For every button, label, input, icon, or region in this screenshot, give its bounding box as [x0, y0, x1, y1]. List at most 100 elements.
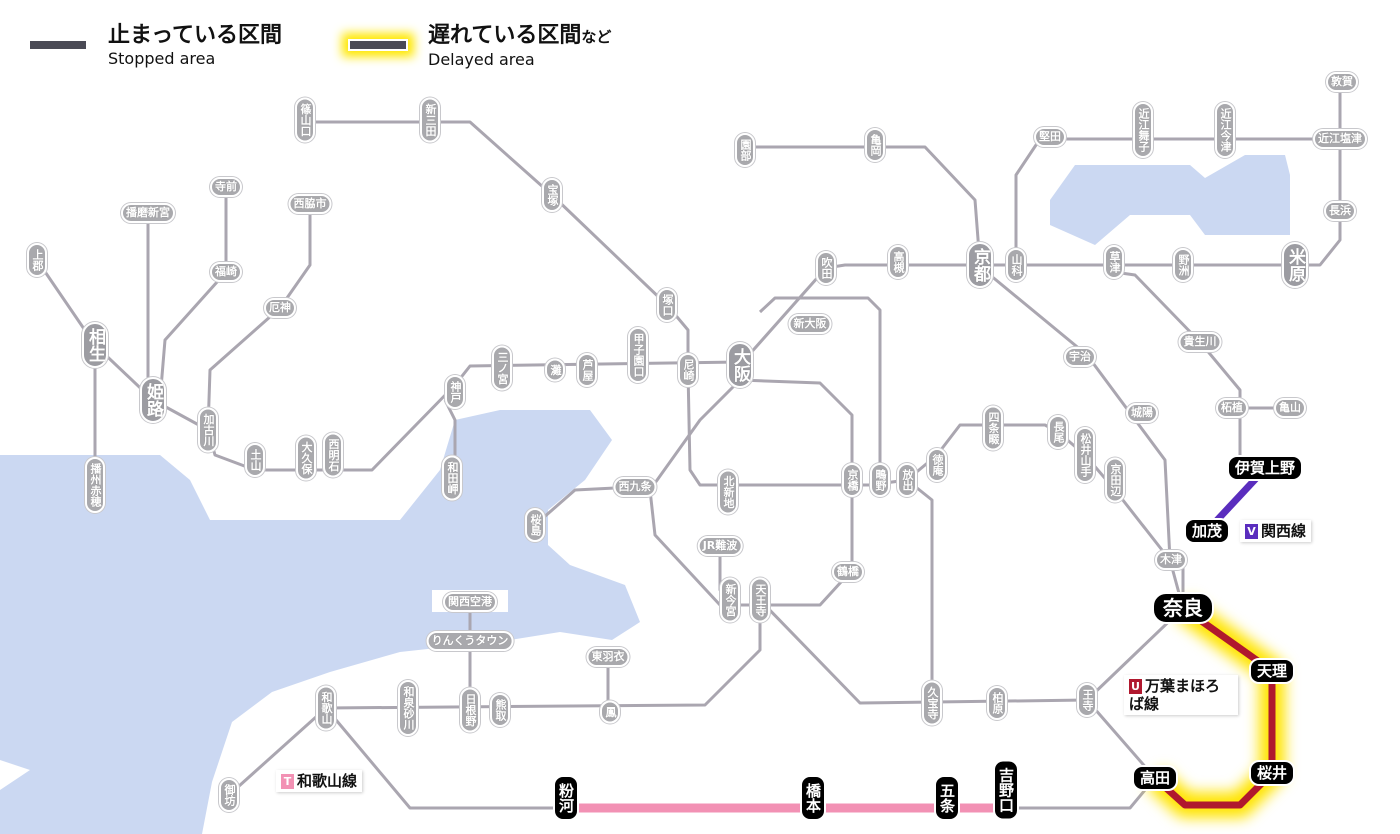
station-西明石[interactable]: 西明石	[323, 432, 343, 478]
station-新今宮[interactable]: 新今宮	[720, 577, 740, 623]
kinokuni-line[interactable]	[227, 706, 328, 797]
bantan-line[interactable]	[158, 187, 228, 401]
station-姫路[interactable]: 姫路	[140, 377, 166, 423]
station-橋本[interactable]: 橋本	[800, 775, 826, 821]
station-西脇市[interactable]: 西脇市	[288, 194, 332, 214]
kakogawa-line[interactable]	[206, 204, 312, 431]
station-松井山手[interactable]: 松井山手	[1075, 427, 1095, 483]
station-高槻[interactable]: 高槻	[888, 245, 908, 279]
station-城陽[interactable]: 城陽	[1126, 403, 1158, 423]
station-京橋[interactable]: 京橋	[842, 463, 862, 497]
station-天王寺[interactable]: 天王寺	[750, 577, 770, 623]
station-京都[interactable]: 京都	[967, 242, 993, 288]
station-新大阪[interactable]: 新大阪	[788, 314, 832, 334]
hanwa-line[interactable]	[325, 600, 762, 710]
station-貴生川[interactable]: 貴生川	[1178, 332, 1222, 352]
station-徳庵[interactable]: 徳庵	[927, 448, 947, 482]
station-三ノ宮[interactable]: 三ノ宮	[492, 345, 512, 391]
station-西九条[interactable]: 西九条	[613, 477, 657, 497]
station-奈良[interactable]: 奈良	[1152, 592, 1214, 624]
station-大阪[interactable]: 大阪	[727, 342, 753, 388]
station-和泉砂川[interactable]: 和泉砂川	[398, 680, 418, 736]
station-大久保[interactable]: 大久保	[296, 435, 316, 481]
station-JR難波[interactable]: JR難波	[697, 536, 743, 556]
station-天理[interactable]: 天理	[1248, 658, 1296, 684]
station-鴫野[interactable]: 鴫野	[870, 463, 890, 497]
osaka-higashi-south[interactable]	[906, 478, 934, 703]
station-加茂[interactable]: 加茂	[1183, 518, 1231, 544]
station-上郡[interactable]: 上郡	[27, 243, 47, 277]
station-和歌山[interactable]: 和歌山	[316, 685, 336, 731]
station-神戸[interactable]: 神戸	[445, 375, 465, 409]
yamatoji-line[interactable]	[758, 598, 1185, 705]
station-東羽衣[interactable]: 東羽衣	[586, 647, 630, 667]
station-高田[interactable]: 高田	[1131, 765, 1179, 791]
station-近江今津[interactable]: 近江今津	[1215, 102, 1235, 158]
osaka-loop-line[interactable]	[648, 378, 854, 607]
station-敦賀[interactable]: 敦賀	[1326, 72, 1358, 92]
station-放出[interactable]: 放出	[897, 463, 917, 497]
station-甲子園口[interactable]: 甲子園口	[628, 327, 648, 383]
station-鳳[interactable]: 鳳	[600, 700, 620, 724]
station-粉河[interactable]: 粉河	[553, 775, 579, 821]
station-草津[interactable]: 草津	[1104, 245, 1124, 279]
station-木津[interactable]: 木津	[1155, 550, 1187, 570]
nara-line[interactable]	[989, 273, 1185, 609]
station-米原[interactable]: 米原	[1282, 242, 1308, 288]
station-桜島[interactable]: 桜島	[525, 508, 545, 542]
kusatsu-line[interactable]	[1113, 270, 1242, 470]
station-伊賀上野[interactable]: 伊賀上野	[1226, 455, 1304, 481]
station-近江塩津[interactable]: 近江塩津	[1313, 129, 1367, 149]
station-御坊[interactable]: 御坊	[219, 778, 239, 812]
station-五条[interactable]: 五条	[934, 775, 960, 821]
station-長尾[interactable]: 長尾	[1048, 415, 1068, 449]
station-播磨新宮[interactable]: 播磨新宮	[121, 203, 175, 223]
station-日根野[interactable]: 日根野	[460, 687, 480, 733]
station-鶴橋[interactable]: 鶴橋	[832, 562, 864, 582]
station-宇治[interactable]: 宇治	[1064, 347, 1096, 367]
station-桜井[interactable]: 桜井	[1248, 760, 1296, 786]
station-亀岡[interactable]: 亀岡	[865, 128, 885, 162]
station-吉野口[interactable]: 吉野口	[993, 759, 1019, 821]
station-篠山口[interactable]: 篠山口	[295, 97, 315, 143]
station-近江舞子[interactable]: 近江舞子	[1133, 102, 1153, 158]
station-りんくうタウン[interactable]: りんくうタウン	[426, 631, 514, 651]
station-久宝寺[interactable]: 久宝寺	[922, 680, 942, 726]
station-相生[interactable]: 相生	[82, 322, 108, 368]
station-山科[interactable]: 山科	[1006, 248, 1026, 282]
sagano-line[interactable]	[745, 145, 982, 266]
station-播州赤穂[interactable]: 播州赤穂	[85, 457, 105, 513]
station-塚口[interactable]: 塚口	[657, 288, 677, 322]
station-灘[interactable]: 灘	[545, 358, 565, 382]
station-新三田[interactable]: 新三田	[420, 97, 440, 143]
station-王寺[interactable]: 王寺	[1077, 683, 1097, 717]
station-寺前[interactable]: 寺前	[210, 177, 242, 197]
kobe-line[interactable]	[35, 259, 741, 472]
station-堅田[interactable]: 堅田	[1034, 127, 1066, 147]
kosei-line[interactable]	[1014, 137, 1340, 265]
station-宝塚[interactable]: 宝塚	[542, 178, 562, 212]
station-関西空港[interactable]: 関西空港	[443, 592, 497, 612]
wakayama-line-west[interactable]	[324, 707, 566, 810]
wakayama-line-east[interactable]	[1006, 699, 1157, 810]
station-長浜[interactable]: 長浜	[1324, 201, 1356, 221]
station-京田辺[interactable]: 京田辺	[1105, 457, 1125, 503]
station-加古川[interactable]: 加古川	[198, 407, 218, 453]
station-園部[interactable]: 園部	[735, 133, 755, 167]
station-野洲[interactable]: 野洲	[1173, 248, 1193, 282]
fukuchiyama-line[interactable]	[305, 120, 690, 370]
station-熊取[interactable]: 熊取	[490, 693, 510, 727]
station-四条畷[interactable]: 四条畷	[983, 405, 1003, 451]
station-亀山[interactable]: 亀山	[1274, 398, 1306, 418]
station-福崎[interactable]: 福崎	[210, 262, 242, 282]
station-芦屋[interactable]: 芦屋	[577, 353, 597, 387]
station-柏原[interactable]: 柏原	[987, 686, 1007, 720]
station-北新地[interactable]: 北新地	[718, 469, 738, 515]
station-尼崎[interactable]: 尼崎	[678, 353, 698, 387]
osaka-higashi-line[interactable]	[758, 296, 882, 480]
station-土山[interactable]: 土山	[245, 443, 265, 477]
station-厄神[interactable]: 厄神	[264, 298, 296, 318]
